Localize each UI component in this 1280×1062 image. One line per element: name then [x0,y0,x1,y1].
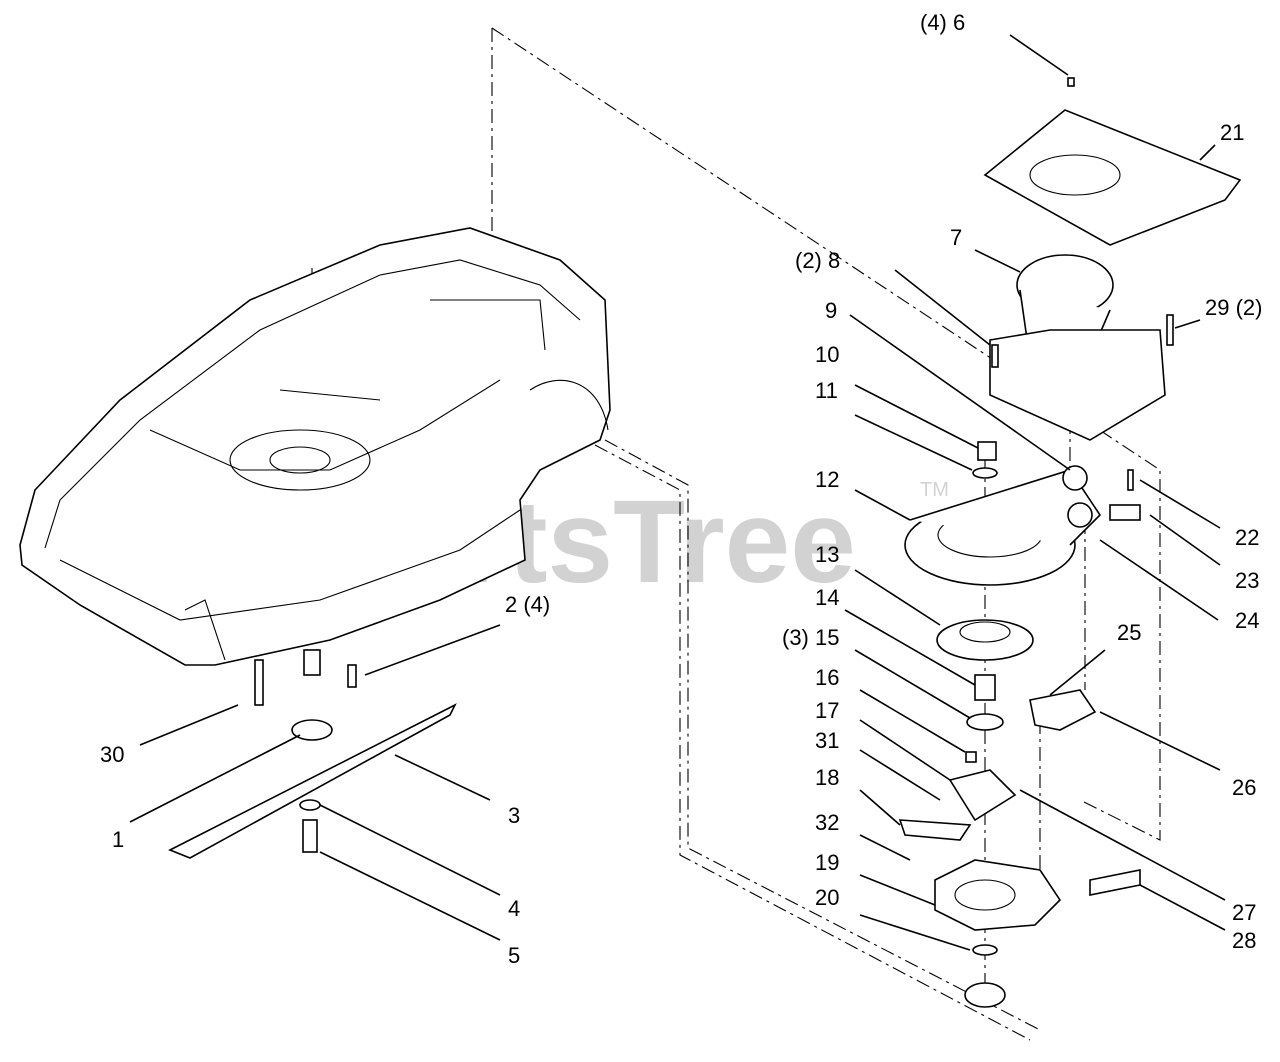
callout-31: 31 [815,728,839,753]
callout-12: 12 [815,467,839,492]
callout-9: 9 [825,298,837,323]
callout-29: 29 (2) [1205,295,1262,320]
callout-20: 20 [815,885,839,910]
watermark-tm: TM [920,479,949,501]
pulley-assembly [904,441,1141,731]
callout-8: (2) 8 [795,248,840,273]
callout-5: 5 [508,943,520,968]
brake-assembly [898,689,1141,1008]
blade-assembly [168,649,457,859]
callout-18: 18 [815,765,839,790]
callout-28: 28 [1232,928,1256,953]
callout-23: 23 [1235,568,1259,593]
callout-labels: (4) 6 21 7 (2) 8 29 (2) 9 10 11 12 22 13… [100,10,1262,968]
callout-3: 3 [508,803,520,828]
callout-27: 27 [1232,900,1256,925]
callout-15: (3) 15 [782,625,839,650]
callout-17: 17 [815,698,839,723]
callout-6: (4) 6 [920,10,965,35]
callout-13: 13 [815,542,839,567]
callout-16: 16 [815,665,839,690]
callout-2: 2 (4) [505,592,550,617]
callout-4: 4 [508,896,520,921]
callout-14: 14 [815,585,839,610]
callout-22: 22 [1235,525,1259,550]
callout-19: 19 [815,850,839,875]
callout-26: 26 [1232,775,1256,800]
callout-10: 10 [815,342,839,367]
callout-11: 11 [815,378,838,403]
callout-7: 7 [950,225,962,250]
callout-1: 1 [112,827,124,852]
leader-lines [129,34,1226,951]
callout-24: 24 [1235,608,1259,633]
callout-30: 30 [100,742,124,767]
callout-32: 32 [815,810,839,835]
motor-assembly [983,77,1242,441]
mower-deck [19,227,611,666]
callout-25: 25 [1117,620,1141,645]
callout-21: 21 [1220,120,1244,145]
